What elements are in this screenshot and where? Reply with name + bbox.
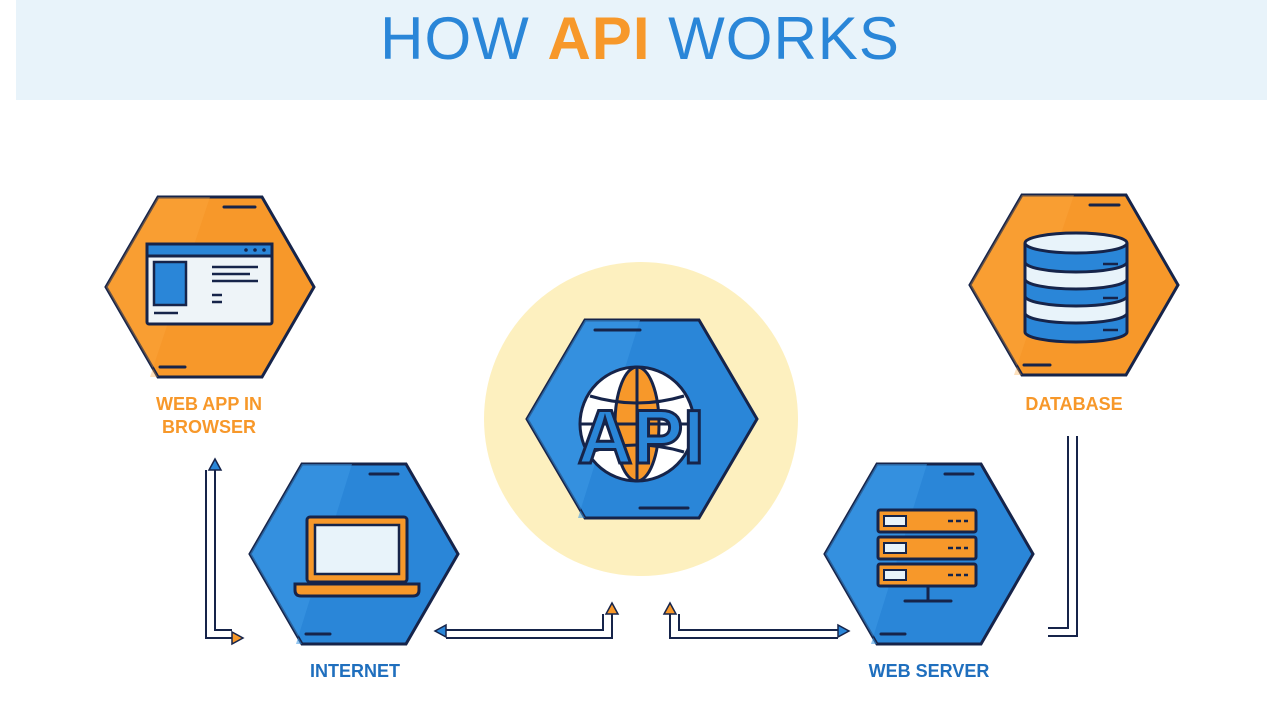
arrow-up-api-left <box>604 601 620 615</box>
web-server-node <box>823 462 1035 646</box>
connector-internet-api <box>446 614 613 639</box>
connector-webapp-internet <box>205 470 232 639</box>
api-logo-text: API <box>578 395 705 480</box>
title-how: HOW <box>380 5 530 72</box>
database-node <box>968 193 1180 377</box>
browser-window-icon <box>145 242 274 326</box>
connector-api-webserver <box>669 614 838 639</box>
connector-webserver-database <box>1048 436 1078 637</box>
arrow-up-webapp <box>207 457 223 471</box>
title-api: API <box>547 5 651 72</box>
title-works: WORKS <box>668 5 900 72</box>
page-title: HOW API WORKS <box>0 0 1280 78</box>
web-app-label: WEB APP IN BROWSER <box>129 393 289 439</box>
title-banner <box>16 0 1267 100</box>
internet-label: INTERNET <box>310 661 400 681</box>
server-icon <box>876 508 978 603</box>
arrow-right-webserver <box>837 623 851 639</box>
web-server-label: WEB SERVER <box>868 661 990 681</box>
arrow-right-internet <box>231 630 245 646</box>
web-app-label-line1: WEB APP IN <box>155 394 262 414</box>
globe-icon <box>578 365 696 483</box>
web-app-label-line2: BROWSER <box>162 417 256 437</box>
laptop-icon <box>293 515 421 598</box>
database-label: DATABASE <box>1025 394 1123 414</box>
api-node: API <box>525 318 759 520</box>
arrow-left-internet <box>433 623 447 639</box>
arrow-up-api-right <box>662 601 678 615</box>
database-icon <box>1023 231 1129 344</box>
internet-node <box>248 462 460 646</box>
web-app-node <box>104 195 316 379</box>
